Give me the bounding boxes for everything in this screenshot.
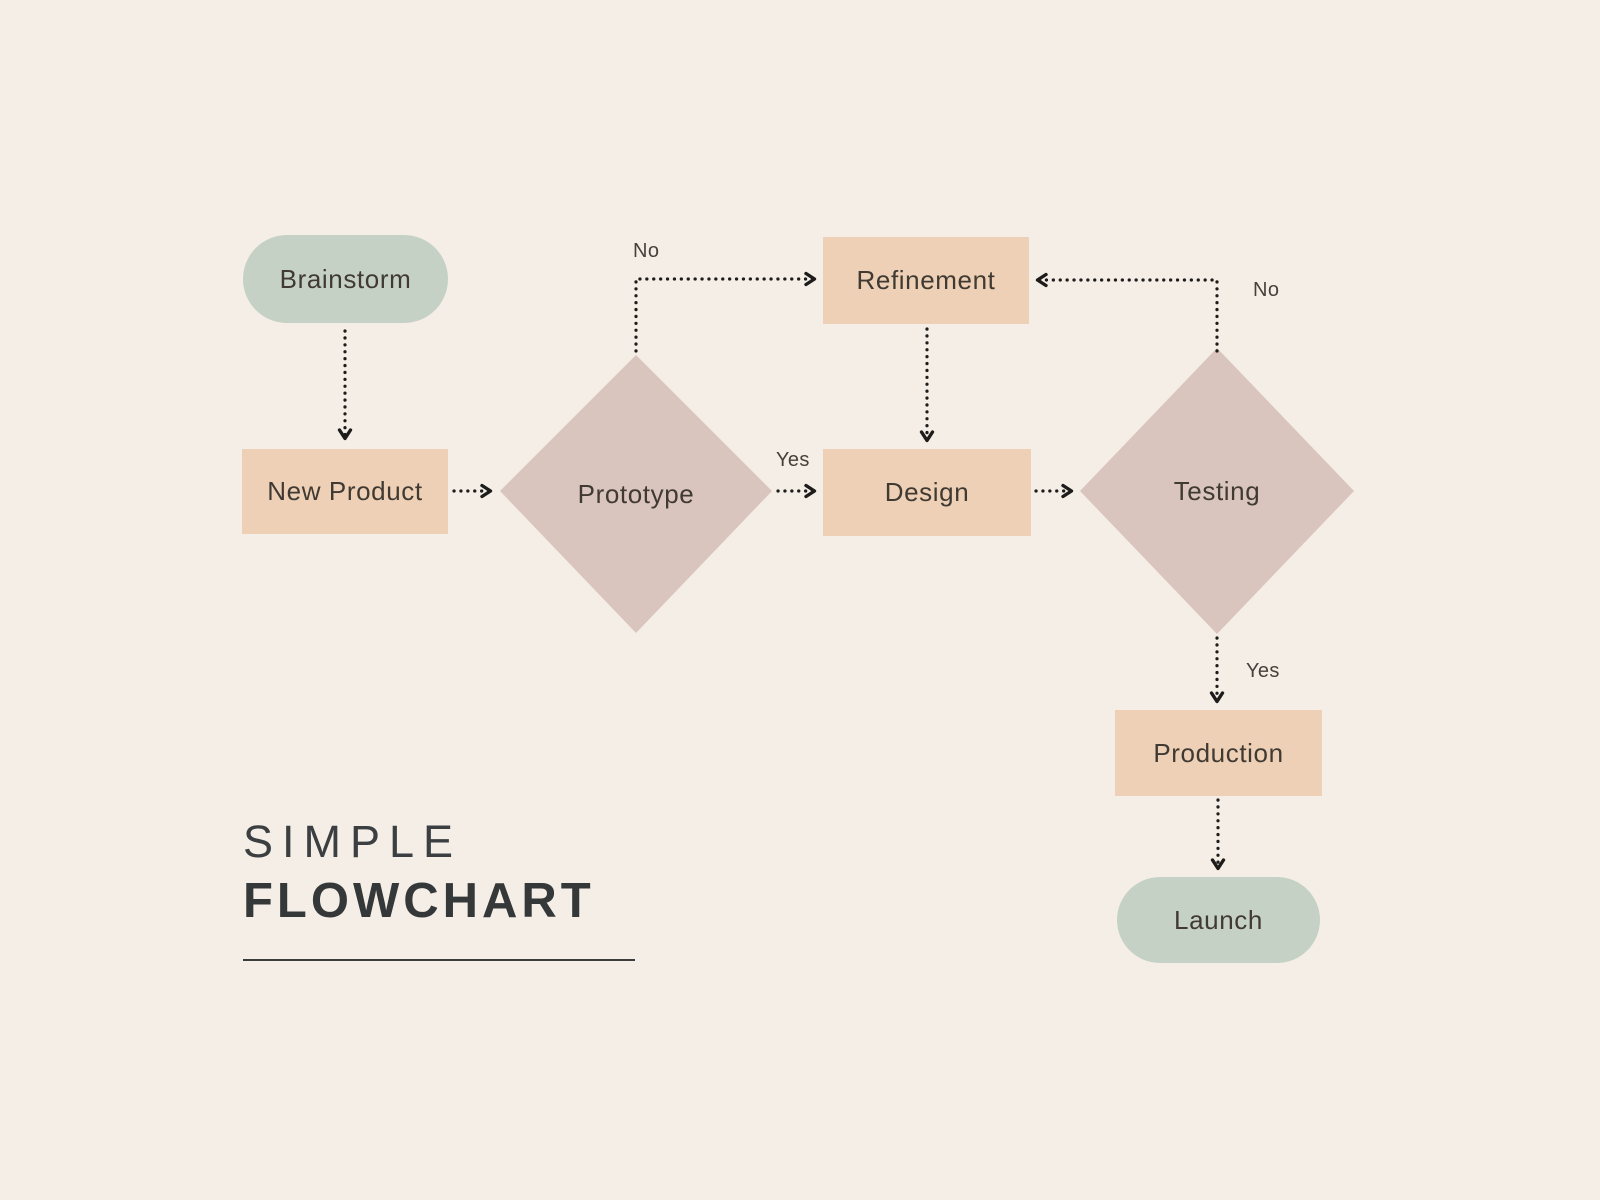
node-brainstorm-label: Brainstorm [279,263,412,294]
node-prototype-label: Prototype [577,478,695,509]
edge-testing-no-to-refinement [1035,272,1219,353]
node-refinement-label: Refinement [856,265,996,295]
edge-prototype-no-to-refinement [634,271,817,353]
edge-label-prototype-no: No [633,240,660,262]
title-underline [243,958,635,961]
node-testing-shape [1080,348,1354,634]
edge-label-prototype-yes: Yes [776,449,810,471]
node-testing-label: Testing [1173,475,1261,506]
title-line-1: SIMPLE [243,816,463,867]
node-brainstorm: Brainstorm [243,235,448,323]
edge-label-testing-yes: Yes [1246,660,1280,682]
node-production-label: Production [1153,737,1284,768]
title-block: SIMPLE FLOWCHART [243,816,635,961]
node-refinement: Refinement [823,237,1029,324]
node-new-product-label: New Product [267,476,423,506]
node-launch: Launch [1117,877,1320,963]
node-design: Design [823,449,1031,536]
node-design-label: Design [884,477,970,507]
node-prototype-shape [500,355,772,633]
title-line-2: FLOWCHART [243,873,595,928]
edge-label-testing-no: No [1253,279,1280,301]
node-new-product: New Product [242,449,448,534]
node-launch-label: Launch [1174,904,1263,935]
node-production: Production [1115,710,1322,796]
